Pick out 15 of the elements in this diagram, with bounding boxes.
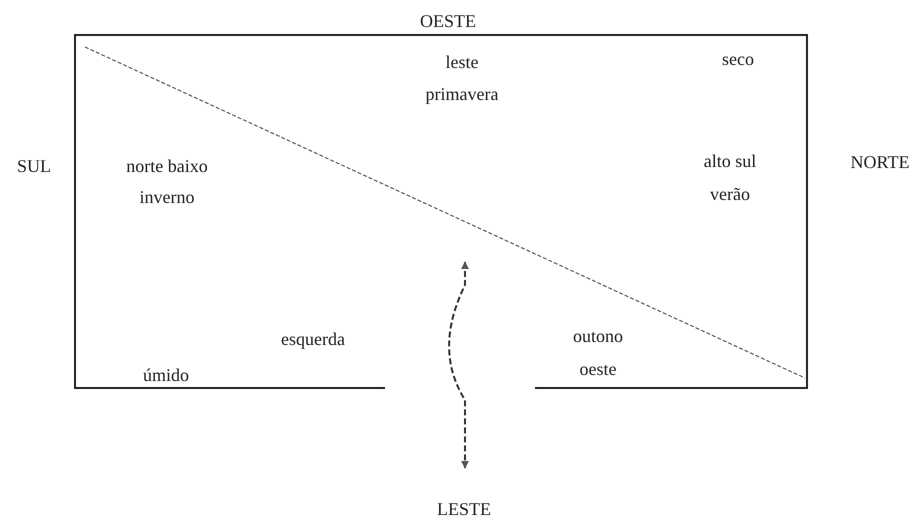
compass-label: primavera (426, 85, 498, 105)
compass-label: NORTE (850, 153, 910, 173)
compass-label: SUL (17, 157, 51, 177)
compass-label: LESTE (437, 500, 491, 520)
compass-label: OESTE (420, 12, 476, 32)
compass-label: seco (722, 50, 754, 70)
compass-label: oeste (580, 360, 616, 380)
compass-label: verão (710, 185, 750, 205)
compass-label: inverno (140, 188, 194, 208)
compass-label: norte baixo (126, 157, 208, 177)
compass-label: outono (573, 327, 623, 347)
compass-label: leste (446, 53, 478, 73)
compass-label: úmido (143, 366, 189, 386)
compass-label: esquerda (281, 330, 345, 350)
compass-label: alto sul (704, 152, 756, 172)
